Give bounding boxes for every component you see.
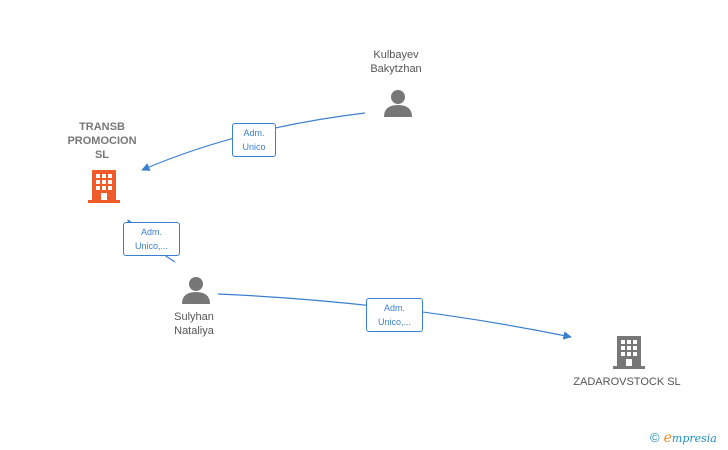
brand-logo: ©empresia bbox=[650, 430, 717, 446]
node-kulbayev-label-line-1: Kulbayev bbox=[373, 49, 419, 61]
node-sulyhan-label-line-2: Nataliya bbox=[174, 325, 214, 337]
copyright-icon: © bbox=[650, 430, 660, 445]
node-kulbayev-label[interactable]: Kulbayev Bakytzhan bbox=[346, 48, 446, 76]
node-transb-label-line-1: TRANSB bbox=[79, 121, 125, 133]
edge-label-line-1: Adm. bbox=[383, 303, 405, 313]
edge-label-kulbayev-transb[interactable]: Adm. Unico bbox=[232, 123, 276, 157]
brand-name: mpresia bbox=[671, 432, 717, 445]
node-transb-label-line-3: SL bbox=[94, 149, 110, 161]
node-zadarovstock-label-line-1: ZADAROVSTOCK SL bbox=[573, 376, 681, 388]
edge-label-line-2: Unico,... bbox=[134, 241, 168, 251]
edge-label-sulyhan-zadarovstock[interactable]: Adm. Unico,... bbox=[366, 298, 423, 332]
brand-initial: e bbox=[663, 430, 672, 446]
node-kulbayev-label-line-2: Bakytzhan bbox=[370, 63, 422, 75]
edge-label-sulyhan-transb[interactable]: Adm. Unico,... bbox=[123, 222, 180, 256]
person-icon[interactable] bbox=[181, 275, 211, 305]
node-sulyhan-label[interactable]: Sulyhan Nataliya bbox=[144, 310, 244, 338]
building-icon[interactable] bbox=[88, 168, 120, 204]
edge-label-line-1: Adm. bbox=[243, 128, 265, 138]
building-icon[interactable] bbox=[613, 334, 645, 370]
edge-label-line-1: Adm. bbox=[140, 227, 162, 237]
node-sulyhan-label-line-1: Sulyhan bbox=[174, 311, 214, 323]
edge-label-line-2: Unico,... bbox=[377, 317, 411, 327]
edge-label-line-2: Unico bbox=[242, 142, 266, 152]
node-transb-label[interactable]: TRANSB PROMOCION SL bbox=[52, 120, 152, 162]
person-icon[interactable] bbox=[383, 88, 413, 118]
node-transb-label-line-2: PROMOCION bbox=[67, 135, 137, 147]
node-zadarovstock-label[interactable]: ZADAROVSTOCK SL bbox=[560, 375, 694, 389]
